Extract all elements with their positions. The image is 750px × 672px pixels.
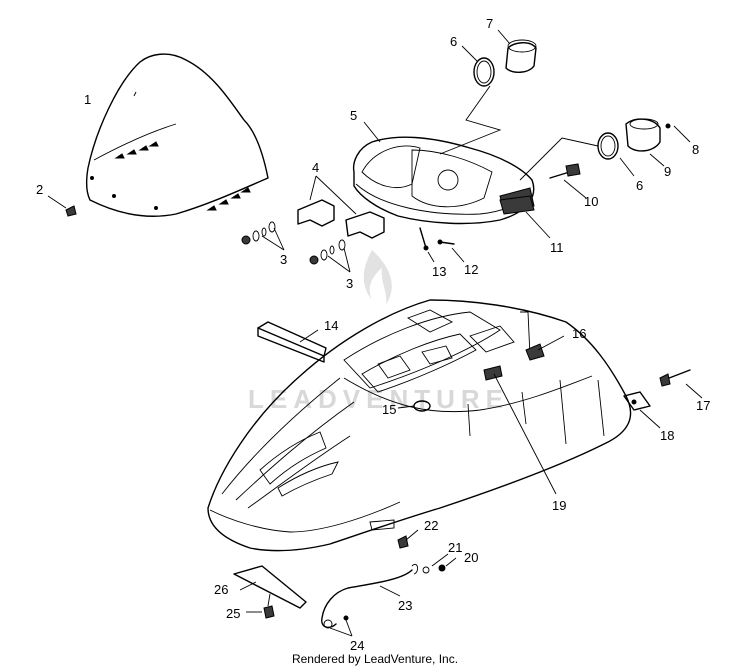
callout-3a: 3: [280, 252, 287, 267]
sensor-part-10: [549, 163, 587, 199]
screw-part-12-13: [419, 227, 465, 263]
callout-16: 16: [572, 326, 586, 341]
callout-19: 19: [552, 498, 566, 513]
cable-part-20-24: [321, 529, 457, 637]
callout-26: 26: [214, 582, 228, 597]
callout-1: 1: [84, 92, 91, 107]
callout-22: 22: [424, 518, 438, 533]
callout-10: 10: [584, 194, 598, 209]
callout-6a: 6: [450, 34, 457, 49]
callout-8: 8: [692, 142, 699, 157]
callout-20: 20: [464, 550, 478, 565]
lamp-part-11: [499, 195, 551, 239]
emblem-part-15: [397, 400, 431, 412]
callout-25: 25: [226, 606, 240, 621]
nut-washer-part-3: [241, 221, 351, 273]
callout-14: 14: [324, 318, 338, 333]
foam-strip-part-14: [257, 321, 327, 363]
bracket-part-4: [297, 175, 385, 239]
callout-18: 18: [660, 428, 674, 443]
latch-part-17-18: [623, 369, 703, 429]
callout-2: 2: [36, 182, 43, 197]
hood-part: [207, 299, 632, 552]
callout-15: 15: [382, 402, 396, 417]
callout-9: 9: [664, 164, 671, 179]
callout-21: 21: [448, 540, 462, 555]
callout-5: 5: [350, 108, 357, 123]
callout-6b: 6: [636, 178, 643, 193]
callout-23: 23: [398, 598, 412, 613]
screw-part-2: [47, 195, 77, 217]
skid-part-25-26: [233, 565, 307, 619]
callout-24: 24: [350, 638, 364, 653]
leader-part-19: [493, 373, 557, 495]
footer-credit: Rendered by LeadVenture, Inc.: [291, 652, 459, 666]
windshield-part: [85, 53, 269, 217]
clip-part-16: [537, 335, 565, 351]
callout-3b: 3: [346, 276, 353, 291]
callout-labels: 1 2 3 3 4 5 6 6 7 8 9 10 11 12 13 14 15 …: [36, 16, 710, 653]
callout-7: 7: [486, 16, 493, 31]
callout-13: 13: [432, 264, 446, 279]
callout-17: 17: [696, 398, 710, 413]
gauge-upper-part: [439, 29, 537, 155]
callout-12: 12: [464, 262, 478, 277]
callout-11: 11: [550, 240, 564, 255]
callout-4: 4: [312, 160, 319, 175]
gauge-right-part: [519, 118, 691, 181]
